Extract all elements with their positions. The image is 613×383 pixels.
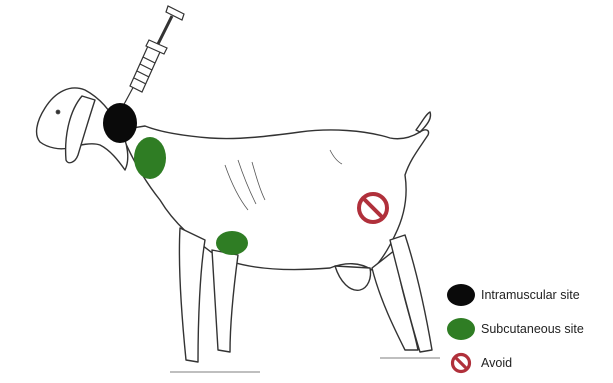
ground-shading (170, 358, 440, 372)
prohibition-icon (447, 352, 475, 374)
legend-item-avoid: Avoid (447, 352, 512, 374)
black-dot-icon (447, 284, 475, 306)
intramuscular-site-marker (103, 103, 137, 143)
legend-item-intramuscular: Intramuscular site (447, 284, 580, 306)
legend-label-subcutaneous: Subcutaneous site (481, 322, 584, 336)
subcutaneous-site-marker-neck (134, 137, 166, 179)
syringe-icon (122, 6, 184, 108)
legend-label-intramuscular: Intramuscular site (481, 288, 580, 302)
legend-label-avoid: Avoid (481, 356, 512, 370)
goat-outline (37, 88, 432, 362)
legend-item-subcutaneous: Subcutaneous site (447, 318, 584, 340)
green-dot-icon (447, 318, 475, 340)
subcutaneous-site-marker-armpit (216, 231, 248, 255)
